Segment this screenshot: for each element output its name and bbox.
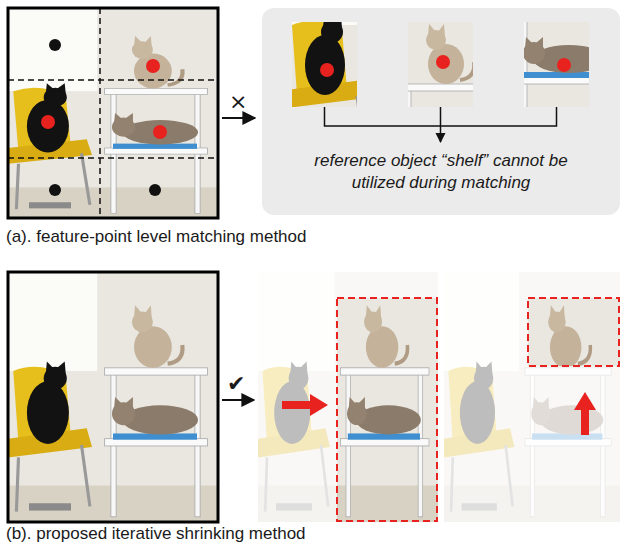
- grid-image: [8, 8, 218, 218]
- crop-illustration: [262, 8, 620, 148]
- check-mark: ✔: [227, 372, 245, 396]
- subfigure-caption: (a). feature-point level matching method: [6, 228, 307, 247]
- subfigure-caption: (b). proposed iterative shrinking method: [6, 525, 306, 544]
- arrow: [222, 399, 254, 401]
- shrink-step-image: [258, 272, 438, 522]
- shrink-step-image: [444, 272, 620, 523]
- panel-caption: reference object “shelf” cannot be utili…: [291, 150, 591, 194]
- gray-panel: reference object “shelf” cannot be utili…: [262, 8, 620, 215]
- cross-mark: ×: [229, 90, 247, 114]
- arrow: [222, 117, 255, 119]
- input-image: [8, 272, 218, 522]
